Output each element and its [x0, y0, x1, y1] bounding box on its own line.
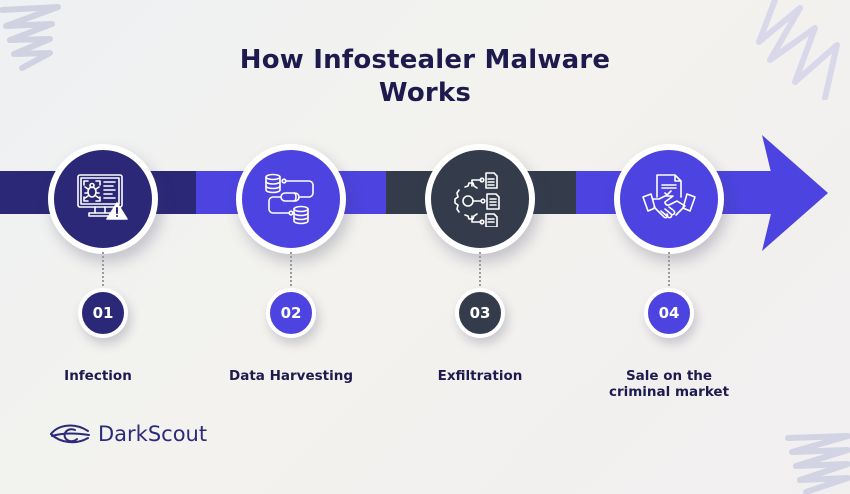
title-line-2: Works: [378, 78, 472, 108]
darkscout-eye-logo-icon: [50, 424, 90, 444]
step-3-icon-circle: [425, 144, 535, 254]
arrow-head: [762, 135, 828, 251]
step-4-number-badge: 04: [644, 288, 694, 338]
step-1-connector: [102, 252, 104, 290]
step-4-number: 04: [658, 304, 680, 322]
step-1-number: 01: [92, 304, 114, 322]
step-2-icon-circle: [236, 144, 346, 254]
brand-name: DarkScout: [98, 422, 208, 446]
step-3-number: 03: [469, 304, 491, 322]
step-3: 03 Exfiltration: [385, 0, 575, 494]
title-line-1: How Infostealer Malware: [239, 45, 611, 75]
scribble-top-right-decoration: [756, 0, 840, 100]
page-title: How Infostealer Malware Works: [0, 44, 850, 110]
step-2-label: Data Harvesting: [229, 368, 353, 384]
scribble-top-left-decoration: [0, 4, 61, 71]
computer-bug-warning-icon: [77, 174, 128, 220]
step-3-number-badge: 03: [455, 288, 505, 338]
step-2: 02 Data Harvesting: [196, 0, 386, 494]
step-1-number-badge: 01: [78, 288, 128, 338]
gear-documents-icon: [454, 172, 500, 227]
step-3-label: Exfiltration: [437, 368, 523, 384]
step-4-connector: [668, 252, 670, 290]
step-1: 01 Infection: [8, 0, 198, 494]
step-2-number-badge: 02: [266, 288, 316, 338]
step-4-icon-circle: [614, 144, 724, 254]
database-transfer-icon: [265, 173, 314, 225]
step-4-label: Sale on the criminal market: [574, 368, 764, 400]
step-1-icon-circle: [48, 144, 158, 254]
step-2-connector: [290, 252, 292, 290]
step-4-label-line-2: criminal market: [608, 384, 730, 400]
scribble-bottom-right-decoration: [785, 433, 850, 494]
darkscout-logo: DarkScout: [50, 422, 207, 446]
step-4-label-line-1: Sale on the: [625, 368, 713, 384]
step-2-number: 02: [280, 304, 302, 322]
handshake-document-icon: [642, 174, 696, 219]
step-4: 04 Sale on the criminal market: [574, 0, 764, 494]
step-1-label: Infection: [64, 368, 132, 384]
step-3-connector: [479, 252, 481, 290]
